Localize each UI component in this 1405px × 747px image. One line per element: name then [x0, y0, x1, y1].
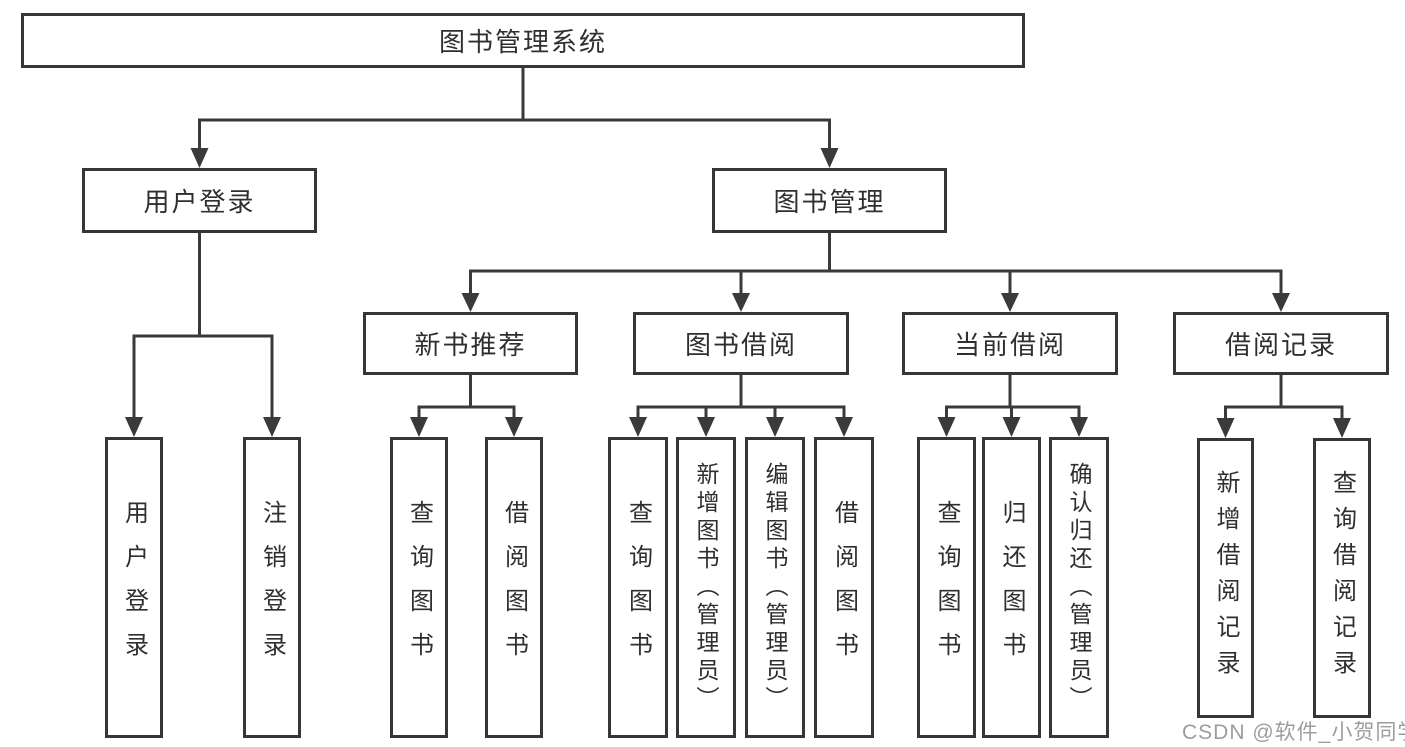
leaf-newbooks-borrow-label: 借阅图书: [500, 499, 528, 676]
leaf-current-confirm-admin: 确认归还（管理员）: [1049, 437, 1109, 738]
leaf-borrow-add-admin-label: 新增图书（管理员）: [693, 461, 719, 714]
arrowheads: [125, 148, 1351, 438]
leaf-newbooks-query-label: 查询图书: [405, 499, 433, 676]
leaf-newbooks-borrow: 借阅图书: [485, 437, 543, 738]
leaf-logout-label: 注销登录: [258, 499, 286, 676]
node-book-management-label: 图书管理: [773, 187, 886, 217]
node-user-login-label: 用户登录: [143, 187, 256, 217]
leaf-borrow-add-admin: 新增图书（管理员）: [676, 437, 736, 738]
leaf-borrow-edit-admin-label: 编辑图书（管理员）: [762, 461, 788, 714]
node-root-label: 图书管理系统: [438, 27, 607, 57]
leaf-current-return: 归还图书: [982, 437, 1041, 738]
node-current-borrow-label: 当前借阅: [953, 330, 1066, 360]
node-borrow-records: 借阅记录: [1173, 312, 1389, 375]
node-user-login: 用户登录: [82, 168, 317, 233]
leaf-borrow-edit-admin: 编辑图书（管理员）: [745, 437, 805, 738]
leaf-user-login-label: 用户登录: [120, 499, 148, 676]
leaf-records-add: 新增借阅记录: [1197, 438, 1254, 718]
node-new-book-recommend-label: 新书推荐: [414, 330, 527, 360]
leaf-newbooks-query: 查询图书: [390, 437, 448, 738]
leaf-current-return-label: 归还图书: [998, 499, 1025, 676]
leaf-logout: 注销登录: [243, 437, 301, 738]
node-current-borrow: 当前借阅: [902, 312, 1118, 375]
node-book-management: 图书管理: [712, 168, 947, 233]
leaf-borrow-book: 借阅图书: [814, 437, 874, 738]
node-root: 图书管理系统: [21, 13, 1025, 68]
leaf-current-query: 查询图书: [917, 437, 976, 738]
node-book-borrow-label: 图书借阅: [684, 330, 797, 360]
leaf-current-confirm-admin-label: 确认归还（管理员）: [1066, 461, 1092, 714]
leaf-current-query-label: 查询图书: [933, 499, 960, 676]
leaf-user-login: 用户登录: [105, 437, 163, 738]
node-new-book-recommend: 新书推荐: [363, 312, 578, 375]
node-book-borrow: 图书借阅: [633, 312, 849, 375]
leaf-records-query-label: 查询借阅记录: [1328, 470, 1356, 686]
leaf-records-add-label: 新增借阅记录: [1212, 470, 1239, 686]
leaf-borrow-query-label: 查询图书: [624, 499, 652, 676]
node-borrow-records-label: 借阅记录: [1224, 330, 1337, 360]
leaf-borrow-book-label: 借阅图书: [830, 499, 858, 676]
leaf-borrow-query: 查询图书: [608, 437, 668, 738]
leaf-records-query: 查询借阅记录: [1313, 438, 1371, 718]
csdn-watermark: CSDN @软件_小贺同学: [1182, 721, 1405, 744]
